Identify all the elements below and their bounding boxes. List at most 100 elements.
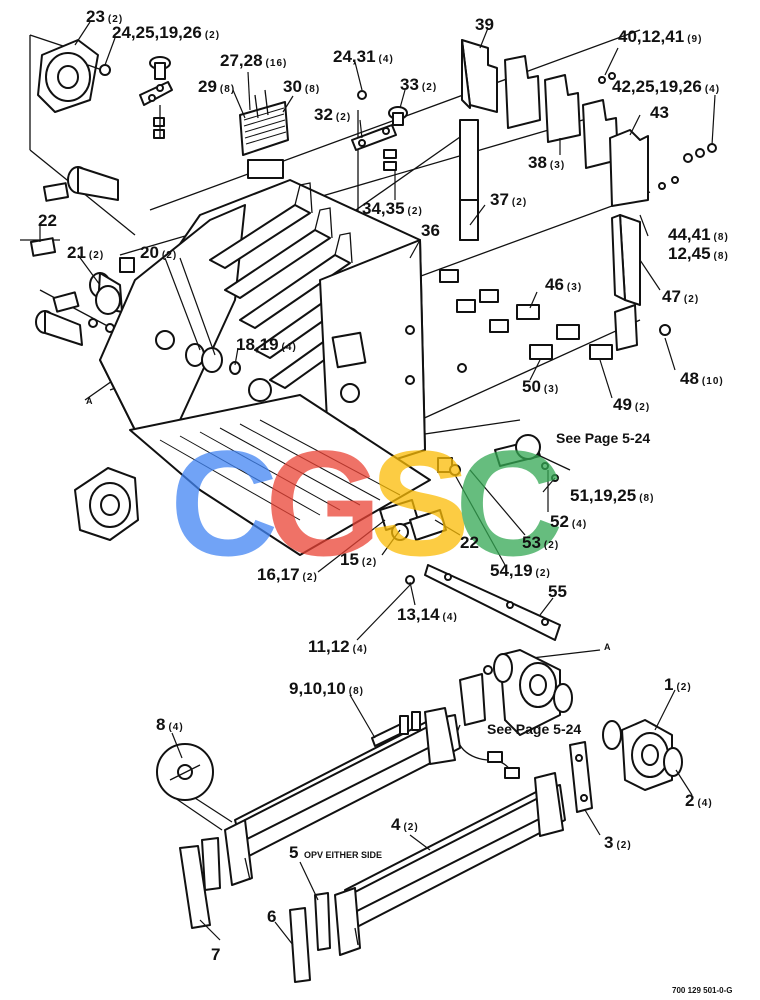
callout-number: 40,12,41 <box>618 27 684 46</box>
callout-quantity: (2) <box>89 250 104 261</box>
callout-quantity: (2) <box>336 112 351 123</box>
callout-number: 39 <box>475 15 494 34</box>
callout-quantity: (8) <box>639 493 654 504</box>
callout-number: 21 <box>67 243 86 262</box>
callout-quantity: (16) <box>266 58 288 69</box>
callout-part-6: 6 <box>267 907 276 926</box>
callout-quantity: (2) <box>303 572 318 583</box>
callout-quantity: (8) <box>714 232 729 243</box>
callout-part-46: 46(3) <box>545 275 582 294</box>
callout-number: 46 <box>545 275 564 294</box>
callout-number: 49 <box>613 395 632 414</box>
callout-part-24b: 24,31(4) <box>333 47 394 66</box>
guide-plates-part-38 <box>504 55 619 169</box>
callout-quantity: (2) <box>205 30 220 41</box>
bracket-part-47 <box>611 214 641 306</box>
rod-holder-part-32 <box>351 90 408 171</box>
left-side-hardware <box>29 166 135 346</box>
callout-number: 13,14 <box>397 605 440 624</box>
callout-number: 38 <box>528 153 547 172</box>
callout-number: 3 <box>604 833 613 852</box>
callout-number: 53 <box>522 533 541 552</box>
callout-number: 43 <box>650 103 669 122</box>
callout-part-18: 18,19(4) <box>236 335 297 354</box>
callout-quantity: (4) <box>697 798 712 809</box>
callout-quantity: (8) <box>220 84 235 95</box>
callout-part-9: 9,10,10(8) <box>289 679 364 698</box>
drawing-number: 700 129 501-0-G <box>672 986 733 995</box>
callout-number: 32 <box>314 105 333 124</box>
callout-quantity: (4) <box>443 612 458 623</box>
callout-quantity: (2) <box>544 540 559 551</box>
watermark-letter-c1: C <box>170 419 278 587</box>
see-page-note-top: See Page 5-24 <box>556 430 650 446</box>
callout-part-5: 5 <box>289 843 298 862</box>
callout-part-36: 36 <box>421 221 440 240</box>
callout-number: 11,12 <box>308 637 350 656</box>
callout-number: 33 <box>400 75 419 94</box>
callout-quantity: (4) <box>572 519 587 530</box>
watermark-letter-s: S <box>370 419 470 587</box>
callout-part-27: 27,28(16) <box>220 51 287 70</box>
callout-part-54: 54,19(2) <box>490 561 551 580</box>
callout-number: 24,31 <box>333 47 376 66</box>
callout-part-22a: 22 <box>38 211 57 230</box>
callout-quantity: (2) <box>108 14 123 25</box>
callout-number: 7 <box>211 945 220 964</box>
callout-quantity: (10) <box>702 376 724 387</box>
callout-labels: 23(2)24,25,19,26(2)27,28(16)29(8)30(8)24… <box>38 7 729 964</box>
small-brackets-parts-5-6-7 <box>179 837 331 983</box>
callout-quantity: (2) <box>362 557 377 568</box>
callout-part-49: 49(2) <box>613 395 650 414</box>
callout-part-55: 55 <box>548 582 567 601</box>
upper-knob-hardware <box>99 56 173 139</box>
callout-quantity: (9) <box>687 34 702 45</box>
callout-quantity: (8) <box>305 84 320 95</box>
callout-number: 30 <box>283 77 302 96</box>
callout-quantity: (8) <box>714 251 729 262</box>
wear-plates-right <box>439 269 671 373</box>
callout-quantity: (3) <box>544 384 559 395</box>
callout-number: 47 <box>662 287 681 306</box>
bottom-tray <box>129 394 431 556</box>
callout-number: 48 <box>680 369 699 388</box>
callout-quantity: (2) <box>512 197 527 208</box>
callout-part-53: 53(2) <box>522 533 559 552</box>
callout-part-24a: 24,25,19,26(2) <box>112 23 220 42</box>
lower-frame-part-4 <box>224 707 566 956</box>
cgsc-watermark: C G S C <box>170 419 563 587</box>
callout-part-15: 15(2) <box>340 550 377 569</box>
bearing-flange-part-23 <box>37 39 103 113</box>
callout-part-13: 13,14(4) <box>397 605 458 624</box>
guide-plate-part-39 <box>459 39 498 241</box>
callout-part-51: 51,19,25(8) <box>570 486 654 505</box>
callout-number: 15 <box>340 550 359 569</box>
callout-quantity: (2) <box>403 822 418 833</box>
reference-a-left: A <box>86 396 93 406</box>
callout-part-12: 12,45(8) <box>668 244 729 263</box>
callout-number: 37 <box>490 190 509 209</box>
callout-number: 23 <box>86 7 105 26</box>
callout-part-37: 37(2) <box>490 190 527 209</box>
opposite-either-side-note: OPV EITHER SIDE <box>304 850 382 860</box>
callout-number: 1 <box>664 675 673 694</box>
callout-quantity: (2) <box>684 294 699 305</box>
leader-lines <box>39 21 716 946</box>
callout-part-7: 7 <box>211 945 220 964</box>
callout-number: 2 <box>685 791 694 810</box>
callout-number: 55 <box>548 582 567 601</box>
callout-number: 44,41 <box>668 225 711 244</box>
bearing-assembly-part-1 <box>459 649 683 791</box>
callout-quantity: (2) <box>162 250 177 261</box>
callout-part-11: 11,12(4) <box>308 637 368 656</box>
callout-quantity: (4) <box>379 54 394 65</box>
callout-quantity: (4) <box>282 342 297 353</box>
callout-part-47: 47(2) <box>662 287 699 306</box>
callout-part-3: 3(2) <box>604 833 632 852</box>
callout-quantity: (2) <box>408 206 423 217</box>
callout-number: 6 <box>267 907 276 926</box>
callout-quantity: (3) <box>567 282 582 293</box>
callout-quantity: (2) <box>676 682 691 693</box>
callout-quantity: (4) <box>705 84 720 95</box>
